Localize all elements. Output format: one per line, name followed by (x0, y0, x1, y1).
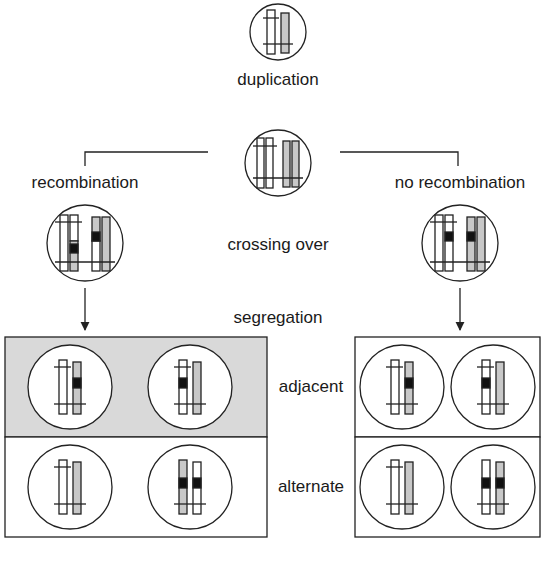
stage-label: alternate (278, 478, 344, 497)
stage-label: segregation (234, 309, 323, 328)
stage-label: no recombination (395, 174, 525, 193)
stage-label: adjacent (279, 378, 343, 397)
stage-label: crossing over (227, 236, 328, 255)
stage-label: recombination (32, 174, 139, 193)
stage-label: duplication (237, 71, 318, 90)
